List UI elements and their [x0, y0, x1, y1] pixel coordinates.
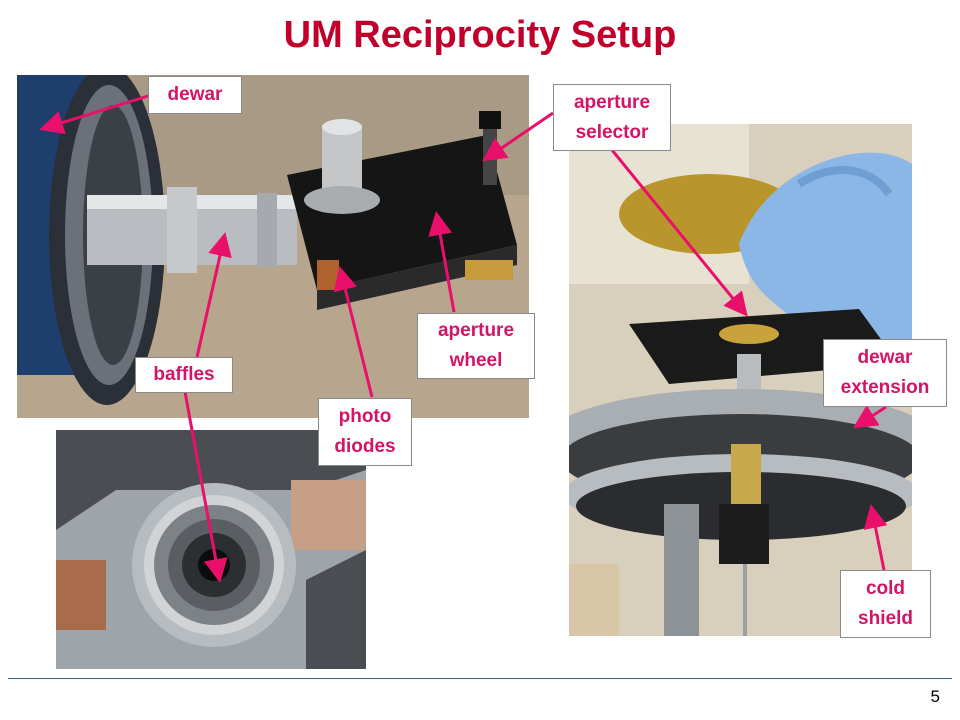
- callout-cold-shield: cold shield: [840, 570, 931, 638]
- callout-aperture-selector: aperture selector: [553, 84, 671, 151]
- callout-baffles: baffles: [135, 357, 233, 393]
- callout-dewar-extension-line2: extension: [840, 377, 930, 398]
- callout-dewar-extension: dewar extension: [823, 339, 947, 407]
- callout-aperture-selector-line2: selector: [575, 121, 649, 143]
- callout-cold-shield-line1: cold: [865, 578, 906, 599]
- callout-photo-diodes-line1: photo: [338, 406, 392, 427]
- callout-photo-diodes: photo diodes: [318, 398, 412, 466]
- callout-cold-shield-line2: shield: [858, 608, 913, 629]
- callout-aperture-selector-line1: aperture: [573, 91, 651, 113]
- callout-aperture-wheel-line1: aperture: [437, 320, 515, 341]
- page-number: 5: [930, 687, 940, 706]
- callout-dewar-extension-line1: dewar: [857, 347, 913, 368]
- footer-divider: [8, 678, 952, 679]
- callout-aperture-wheel-line2: wheel: [449, 350, 503, 371]
- callout-baffles-text: baffles: [153, 364, 215, 385]
- slide-title: UM Reciprocity Setup: [283, 14, 677, 56]
- callout-photo-diodes-line2: diodes: [334, 436, 396, 457]
- callout-aperture-wheel: aperture wheel: [417, 313, 535, 379]
- setup-photo: [17, 75, 529, 418]
- callout-dewar-text: dewar: [167, 84, 223, 105]
- callout-dewar: dewar: [148, 76, 242, 114]
